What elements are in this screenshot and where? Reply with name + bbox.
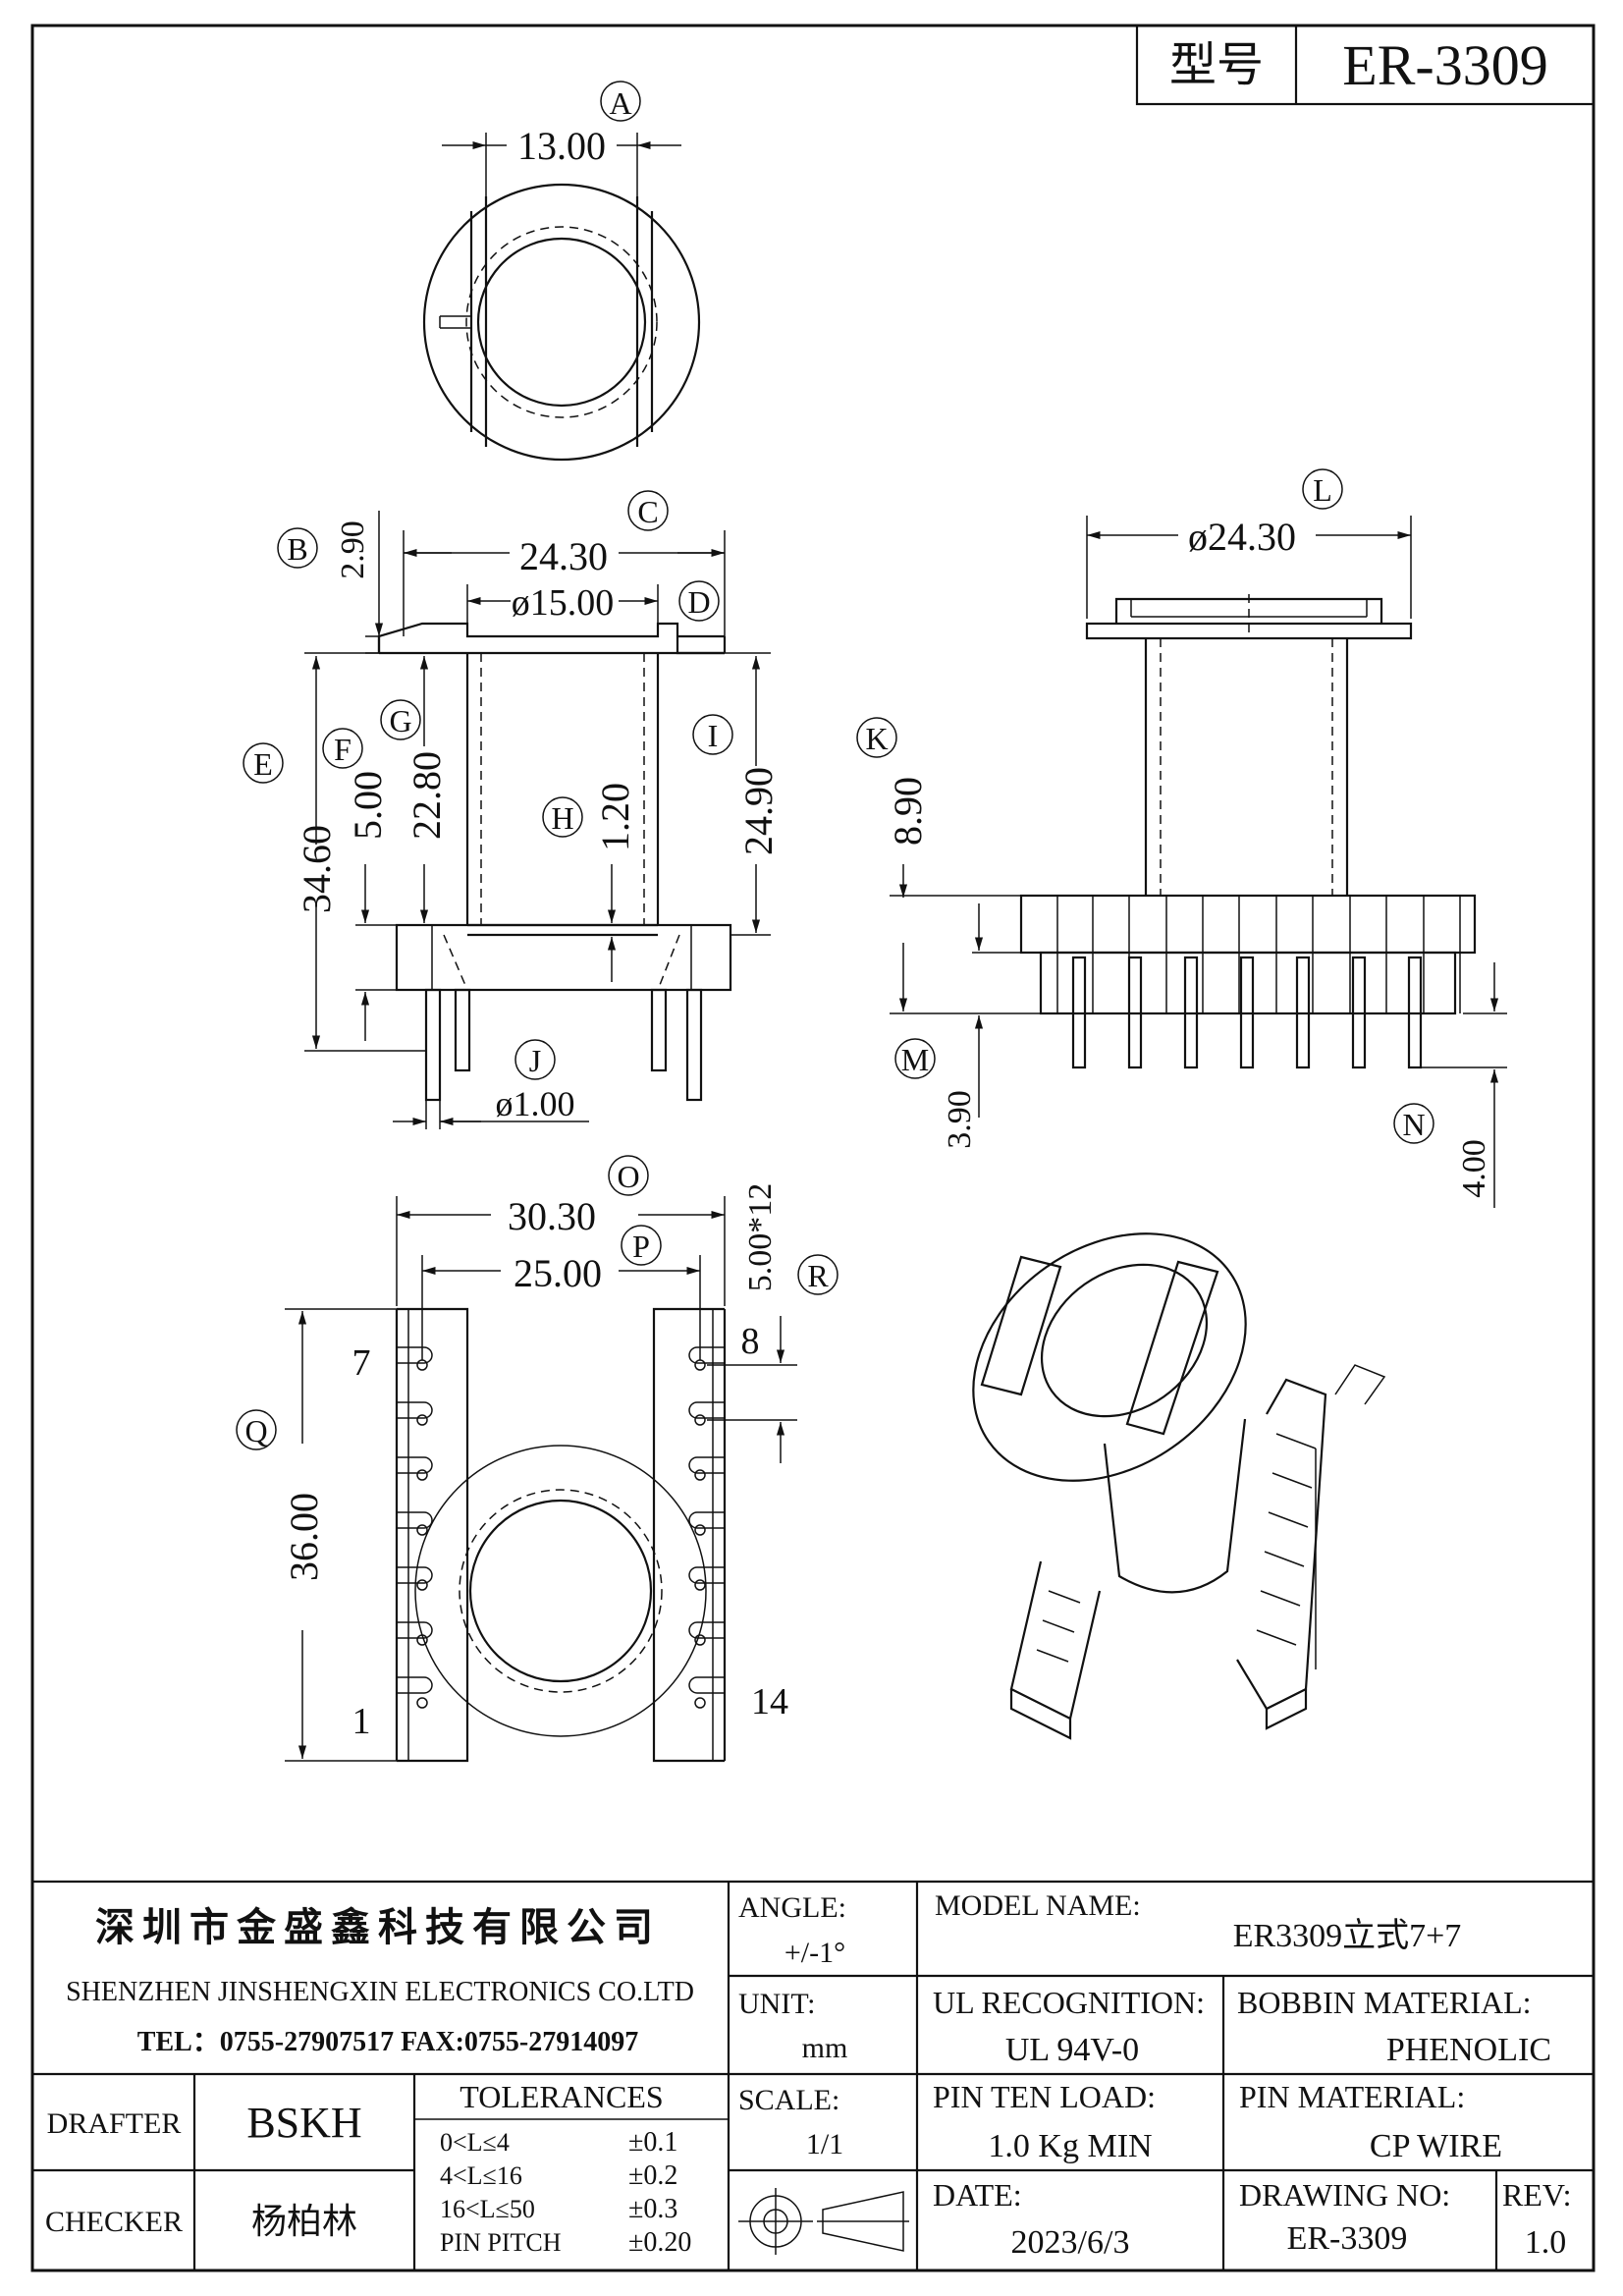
dim-a-value: 13.00	[517, 124, 606, 168]
dim-b-tag: B	[287, 531, 307, 567]
drafter-label: DRAFTER	[47, 2107, 182, 2140]
checker-label: CHECKER	[45, 2206, 183, 2238]
ul-label: UL RECOGNITION:	[933, 1985, 1205, 2020]
dim-e-tag: E	[253, 746, 273, 782]
dim-l-tag: L	[1313, 472, 1332, 508]
date-label: DATE:	[933, 2177, 1022, 2213]
tol-range-3: 16<L≤50	[440, 2195, 535, 2223]
drawing-no-label: DRAWING NO:	[1239, 2177, 1450, 2213]
dim-f-tag: F	[334, 732, 352, 767]
sheet-border	[30, 24, 1596, 2272]
right-slots	[688, 1346, 725, 1709]
scale-value: 1/1	[806, 2128, 843, 2160]
dim-h-tag: H	[551, 800, 573, 836]
title-label: 型号	[1169, 37, 1264, 92]
rev-value: 1.0	[1525, 2224, 1567, 2261]
date-value: 2023/6/3	[1011, 2224, 1130, 2261]
dim-q-value: 36.00	[282, 1493, 326, 1581]
dim-a-tag: A	[609, 85, 631, 121]
pin-1-label: 1	[352, 1701, 371, 1742]
dim-g-tag: G	[389, 703, 411, 738]
dim-d-value: ø15.00	[512, 582, 615, 624]
dim-h-value: 1.20	[593, 783, 637, 851]
dim-o-tag: O	[617, 1159, 639, 1194]
dim-i-tag: I	[708, 718, 719, 753]
title-block: 深圳市金盛鑫科技有限公司 SHENZHEN JINSHENGXIN ELECTR…	[32, 1880, 1594, 2270]
dim-c-value: 24.30	[519, 534, 608, 578]
company-name-cn: 深圳市金盛鑫科技有限公司	[95, 1905, 661, 1950]
tol-value-2: ±0.2	[628, 2160, 677, 2191]
unit-value: mm	[802, 2032, 848, 2064]
drafter-value: BSKH	[246, 2099, 361, 2147]
bobbin-material-label: BOBBIN MATERIAL:	[1237, 1985, 1532, 2020]
dim-o-value: 30.30	[508, 1194, 596, 1238]
dim-n-tag: N	[1402, 1107, 1425, 1142]
dim-j-value: ø1.00	[496, 1084, 575, 1123]
side-pins	[1071, 956, 1423, 1069]
dim-k-value: 8.90	[886, 777, 930, 846]
pin-8-label: 8	[741, 1321, 760, 1362]
dim-d-tag: D	[687, 584, 710, 620]
isometric-view	[972, 1232, 1386, 1740]
dim-m-tag: M	[901, 1042, 929, 1077]
checker-value: 杨柏林	[251, 2202, 357, 2242]
angle-label: ANGLE:	[738, 1891, 846, 1924]
pin-material-label: PIN MATERIAL:	[1239, 2079, 1465, 2114]
tol-value-3: ±0.3	[628, 2194, 677, 2224]
dim-n-value: 4.00	[1456, 1139, 1492, 1198]
bobbin-material-value: PHENOLIC	[1386, 2032, 1551, 2068]
pin-load-value: 1.0 Kg MIN	[988, 2128, 1152, 2164]
tol-value-4: ±0.20	[628, 2227, 691, 2258]
company-name-en: SHENZHEN JINSHENGXIN ELECTRONICS CO.LTD	[66, 1977, 694, 2007]
dim-j-tag: J	[529, 1043, 541, 1078]
dim-m-value: 3.90	[942, 1090, 978, 1149]
company-contact: TEL：0755-27907517 FAX:0755-27914097	[137, 2027, 638, 2057]
pin-load-label: PIN TEN LOAD:	[933, 2079, 1156, 2114]
top-view: 13.00 A	[422, 81, 701, 462]
bottom-view: 7 8 1 14 30.30 O 25.00 P 36.00 Q 5.00*12	[236, 1155, 839, 1763]
front-view: 24.30 C ø15.00 D 2.90 B 34.60 E 5.00 F	[243, 490, 781, 1129]
title-model: ER-3309	[1342, 33, 1547, 97]
drawing-no-value: ER-3309	[1287, 2220, 1408, 2257]
side-fins	[1056, 896, 1461, 1013]
model-name-value: ER3309立式7+7	[1233, 1917, 1462, 1954]
title-box: 型号 ER-3309	[1135, 24, 1596, 106]
pin-material-value: CP WIRE	[1370, 2128, 1502, 2164]
model-name-label: MODEL NAME:	[935, 1889, 1141, 1922]
ul-value: UL 94V-0	[1005, 2032, 1139, 2068]
dim-p-tag: P	[632, 1229, 650, 1264]
dim-c-tag: C	[637, 494, 658, 529]
tol-range-1: 0<L≤4	[440, 2128, 510, 2157]
dim-r-value: 5.00*12	[742, 1183, 779, 1292]
tol-value-1: ±0.1	[628, 2127, 677, 2158]
rev-label: REV:	[1502, 2177, 1572, 2213]
tol-range-2: 4<L≤16	[440, 2161, 522, 2190]
dim-b-value: 2.90	[335, 520, 371, 579]
dim-q-tag: Q	[244, 1413, 267, 1449]
dim-e-value: 34.60	[295, 825, 339, 913]
unit-label: UNIT:	[738, 1988, 816, 2020]
dim-f-value: 5.00	[346, 771, 390, 840]
dim-r-tag: R	[807, 1258, 829, 1293]
side-view: ø24.30 L 8.90 K 3.90 M 4.00 N	[856, 468, 1507, 1208]
tol-range-4: PIN PITCH	[440, 2228, 562, 2257]
pin-7-label: 7	[352, 1342, 371, 1384]
left-slots	[397, 1346, 433, 1709]
dim-p-value: 25.00	[514, 1251, 602, 1295]
dim-k-tag: K	[865, 721, 888, 756]
dim-g-value: 22.80	[405, 751, 449, 840]
angle-value: +/-1°	[784, 1937, 845, 1969]
dim-i-value: 24.90	[736, 767, 781, 855]
scale-label: SCALE:	[738, 2084, 839, 2116]
projection-symbol-icon	[738, 2188, 909, 2255]
dim-l-value: ø24.30	[1188, 515, 1296, 559]
tolerances-title: TOLERANCES	[460, 2079, 663, 2114]
pin-14-label: 14	[751, 1681, 788, 1722]
